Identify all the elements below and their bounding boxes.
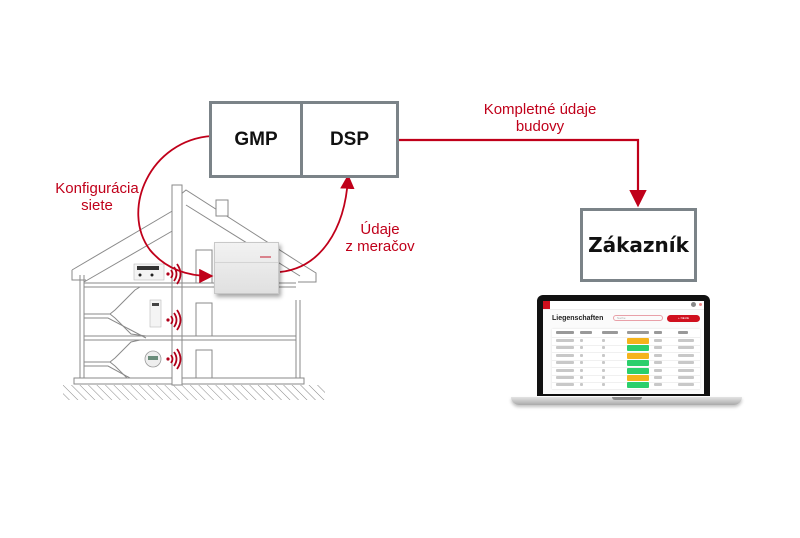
app-table-cell	[556, 339, 574, 342]
app-table-cell	[580, 368, 583, 372]
app-table-cell	[556, 361, 574, 365]
app-table-cell	[602, 376, 605, 379]
building-data-label: Kompletné údaje budovy	[483, 101, 597, 135]
gmp-label: GMP	[234, 128, 278, 150]
app-table-cell	[580, 376, 583, 379]
app-table-header	[552, 329, 700, 338]
app-table-row[interactable]	[552, 381, 700, 391]
water-meter	[144, 350, 162, 368]
app-search-input[interactable]: Suche	[613, 315, 663, 321]
app-table-row[interactable]	[552, 367, 700, 376]
app-status-badge	[627, 382, 649, 389]
app-table-row[interactable]	[552, 337, 700, 346]
app-table-header-cell	[627, 331, 649, 334]
app-table-cell	[678, 368, 694, 372]
display-meter	[133, 263, 165, 281]
app-logo-icon	[543, 301, 550, 309]
meter-data-connector	[279, 174, 355, 273]
app-table-header-cell	[580, 331, 592, 334]
app-status-badge	[627, 338, 649, 344]
app-table-cell	[580, 353, 583, 357]
app-table-header-cell	[678, 331, 688, 334]
app-table-header-cell	[556, 331, 574, 334]
app-table-cell	[580, 361, 583, 365]
customer-label: Zákazník	[588, 233, 689, 257]
app-table-cell	[580, 346, 583, 350]
wireless-signal-icon	[166, 309, 182, 331]
heat-cost-allocator	[149, 299, 162, 328]
meter-data-label: Údaje z meračov	[345, 221, 415, 255]
app-status-badge	[627, 367, 649, 374]
app-table-cell	[602, 353, 605, 357]
gateway-brand-mark	[260, 256, 271, 258]
dsp-node: DSP	[300, 101, 399, 178]
laptop-notch	[612, 397, 642, 400]
app-new-property-button[interactable]: + NEUE LIEGENSCHAFT	[667, 315, 700, 327]
app-page-title: Liegenschaften	[552, 315, 604, 322]
app-table-cell	[602, 346, 605, 350]
app-table-row[interactable]	[552, 359, 700, 369]
app-table-header-cell	[654, 331, 662, 334]
app-table-cell	[654, 346, 662, 350]
app-table-row[interactable]	[552, 344, 700, 354]
app-table-cell	[678, 339, 694, 342]
gmp-node: GMP	[209, 101, 303, 178]
app-table-cell	[580, 339, 583, 342]
app-table-cell	[556, 353, 574, 357]
app-table-cell	[678, 376, 694, 379]
app-table-cell	[602, 361, 605, 365]
app-table-cell	[556, 376, 574, 379]
app-table-cell	[678, 383, 694, 387]
app-table-cell	[654, 376, 662, 379]
app-table-cell	[556, 383, 574, 387]
app-table-row[interactable]	[552, 374, 700, 383]
app-table-cell	[654, 383, 662, 387]
network-config-label: Konfigurácia siete	[55, 180, 139, 214]
app-table-cell	[556, 368, 574, 372]
app-topbar	[543, 301, 704, 310]
app-table-cell	[678, 353, 694, 357]
app-table-cell	[556, 346, 574, 350]
app-table-cell	[654, 368, 662, 372]
network-config-connector	[137, 135, 214, 284]
app-status-badge	[627, 360, 649, 367]
app-status-badge	[627, 375, 649, 381]
house-outline	[71, 184, 317, 386]
app-table-cell	[654, 339, 662, 342]
wireless-signal-icon	[166, 348, 182, 370]
customer-node: Zákazník	[580, 208, 697, 282]
app-table-cell	[602, 383, 605, 387]
app-table-cell	[580, 383, 583, 387]
app-table-cell	[654, 361, 662, 365]
app-property-table	[552, 329, 700, 391]
app-table-header-cell	[602, 331, 618, 334]
building-data-connector	[398, 138, 647, 208]
app-table-cell	[654, 353, 662, 357]
laptop-base	[511, 397, 742, 405]
app-table-cell	[602, 339, 605, 342]
app-table-cell	[678, 346, 694, 350]
app-table-row[interactable]	[552, 352, 700, 361]
app-status-badge	[627, 345, 649, 352]
gateway-device	[214, 242, 279, 294]
dsp-label: DSP	[329, 128, 370, 150]
laptop-screen: Liegenschaften Suche + NEUE LIEGENSCHAFT	[543, 301, 704, 394]
ground	[63, 385, 325, 400]
app-table-cell	[678, 361, 694, 365]
user-icon[interactable]	[699, 303, 702, 306]
gear-icon[interactable]	[691, 302, 696, 307]
app-status-badge	[627, 352, 649, 359]
app-table-cell	[602, 368, 605, 372]
gateway-seam	[215, 262, 278, 263]
